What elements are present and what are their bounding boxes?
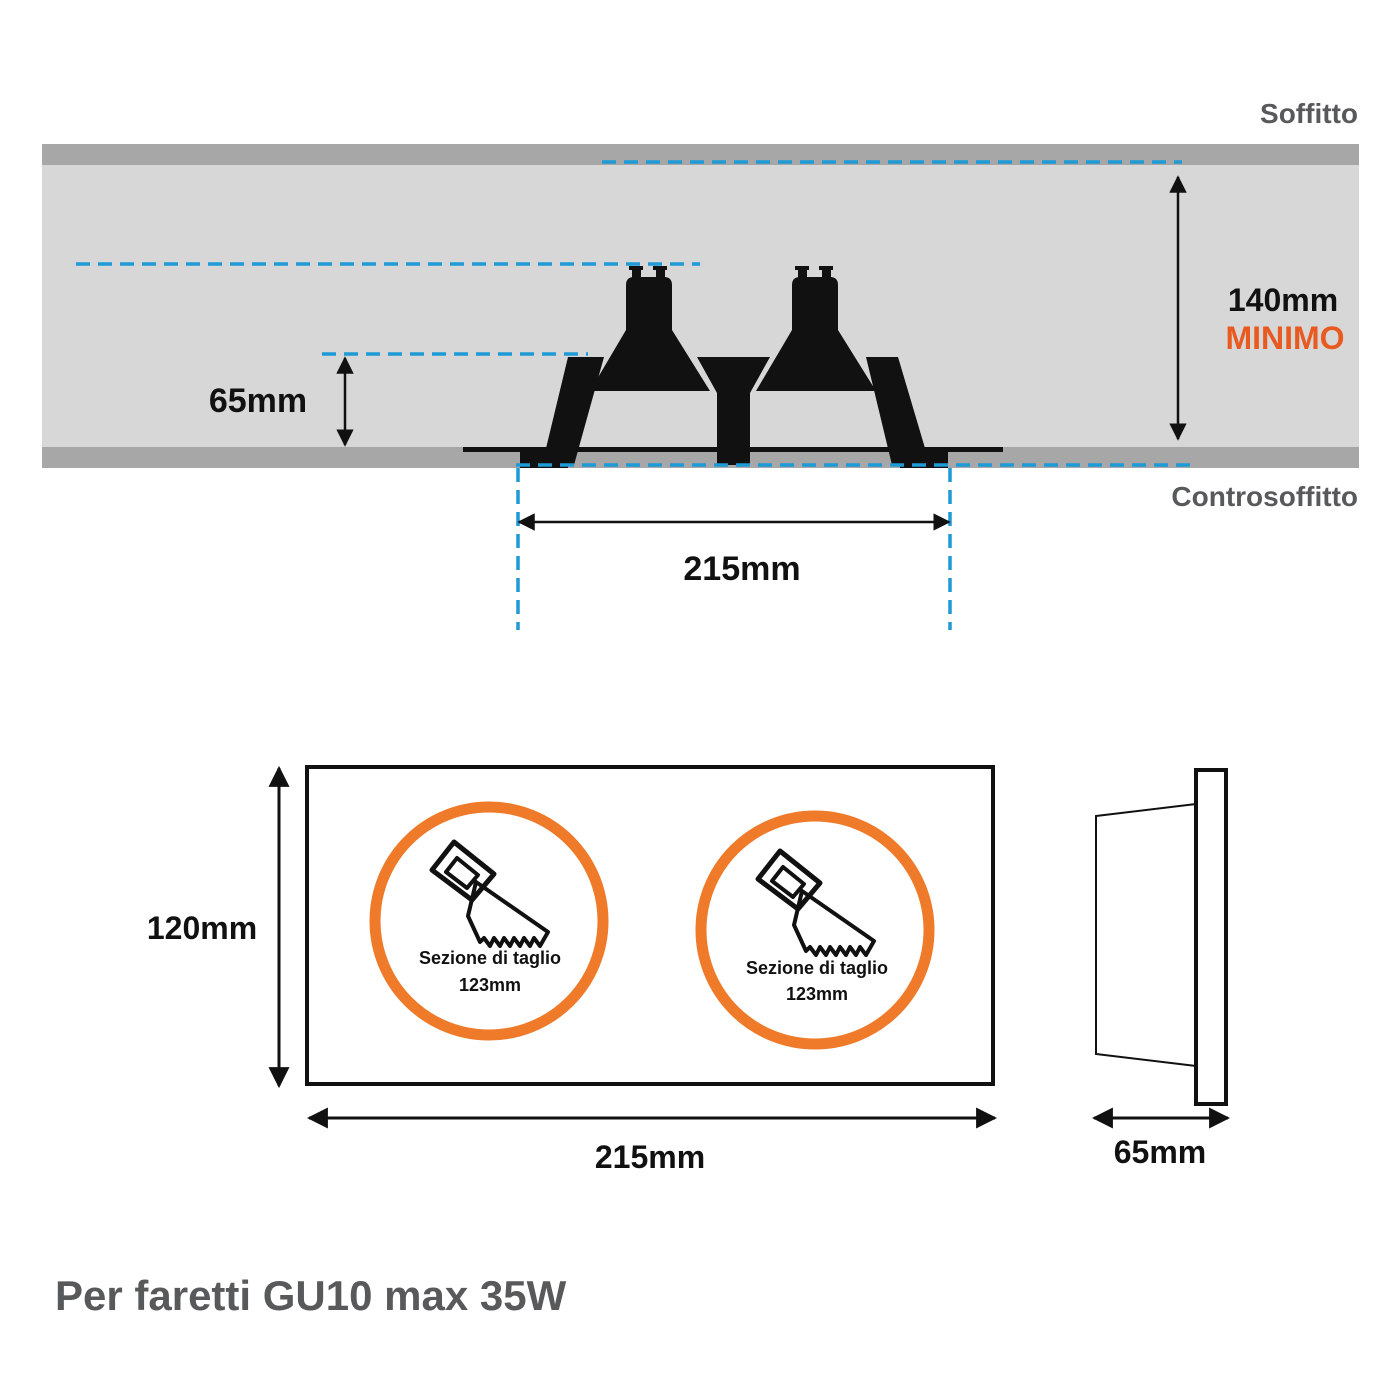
gu10-lamp-left [590,266,710,391]
guide-lines [76,160,1195,630]
front-height-label: 120mm [147,910,257,946]
cavity [42,165,1359,447]
ceiling-band [42,144,1359,165]
min-depth-value: 140mm [1228,282,1338,318]
min-depth-note: MINIMO [1225,320,1344,356]
cut-label-left-line2: 123mm [459,975,521,995]
cut-label-right-line2: 123mm [786,984,848,1004]
cut-circle-right [695,810,935,1050]
side-depth-label: 65mm [1114,1134,1207,1170]
fixture-section [463,357,1003,468]
ceiling-label: Soffitto [1260,98,1358,129]
section-view: Soffitto Controsoffitto 140mm MINIMO 65m… [42,98,1359,630]
cut-circle-left [369,801,609,1041]
side-body [1095,802,1197,1068]
false-ceiling-label: Controsoffitto [1171,481,1358,512]
front-width-label: 215mm [595,1139,705,1175]
gu10-lamp-right [756,266,876,391]
false-ceiling-band [42,447,1359,468]
side-view: 65mm [1091,768,1231,1170]
front-view: Sezione di taglio 123mm Sezione di tagli… [147,765,998,1175]
section-width-label: 215mm [683,550,800,588]
cut-label-left-line1: Sezione di taglio [419,948,561,968]
cut-label-right-line1: Sezione di taglio [746,958,888,978]
side-flange [1194,768,1228,1106]
side-height-label: 65mm [209,382,307,420]
product-note: Per faretti GU10 max 35W [55,1272,567,1319]
